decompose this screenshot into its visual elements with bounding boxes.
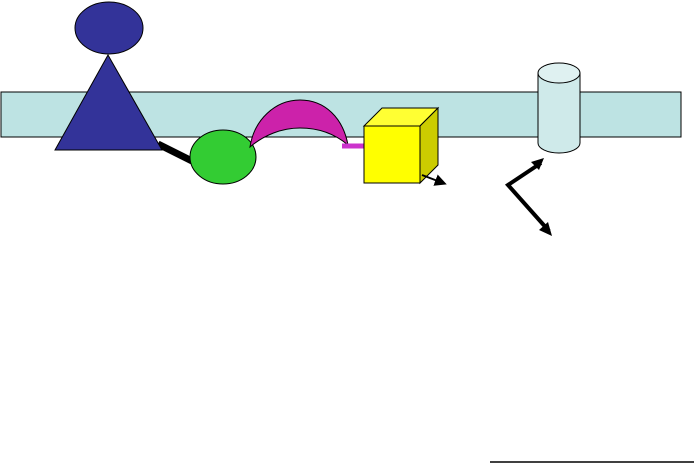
channel-cylinder	[537, 62, 581, 154]
zigzag-arrowhead-top	[531, 158, 544, 170]
kinase-cube	[362, 106, 440, 185]
kinase-cube-front	[363, 125, 421, 184]
zigzag-arrow	[504, 161, 551, 233]
adapter-ellipse	[189, 129, 257, 185]
kinase-arrow	[421, 174, 447, 186]
zigzag-arrowhead-bottom	[539, 222, 552, 236]
channel-cylinder-body	[537, 72, 581, 154]
channel-cylinder-top	[537, 62, 581, 84]
receptor-triangle	[54, 53, 163, 151]
receptor-connector-line	[156, 140, 194, 165]
linker-crescent	[249, 99, 349, 149]
receptor-head-ellipse	[74, 1, 144, 55]
